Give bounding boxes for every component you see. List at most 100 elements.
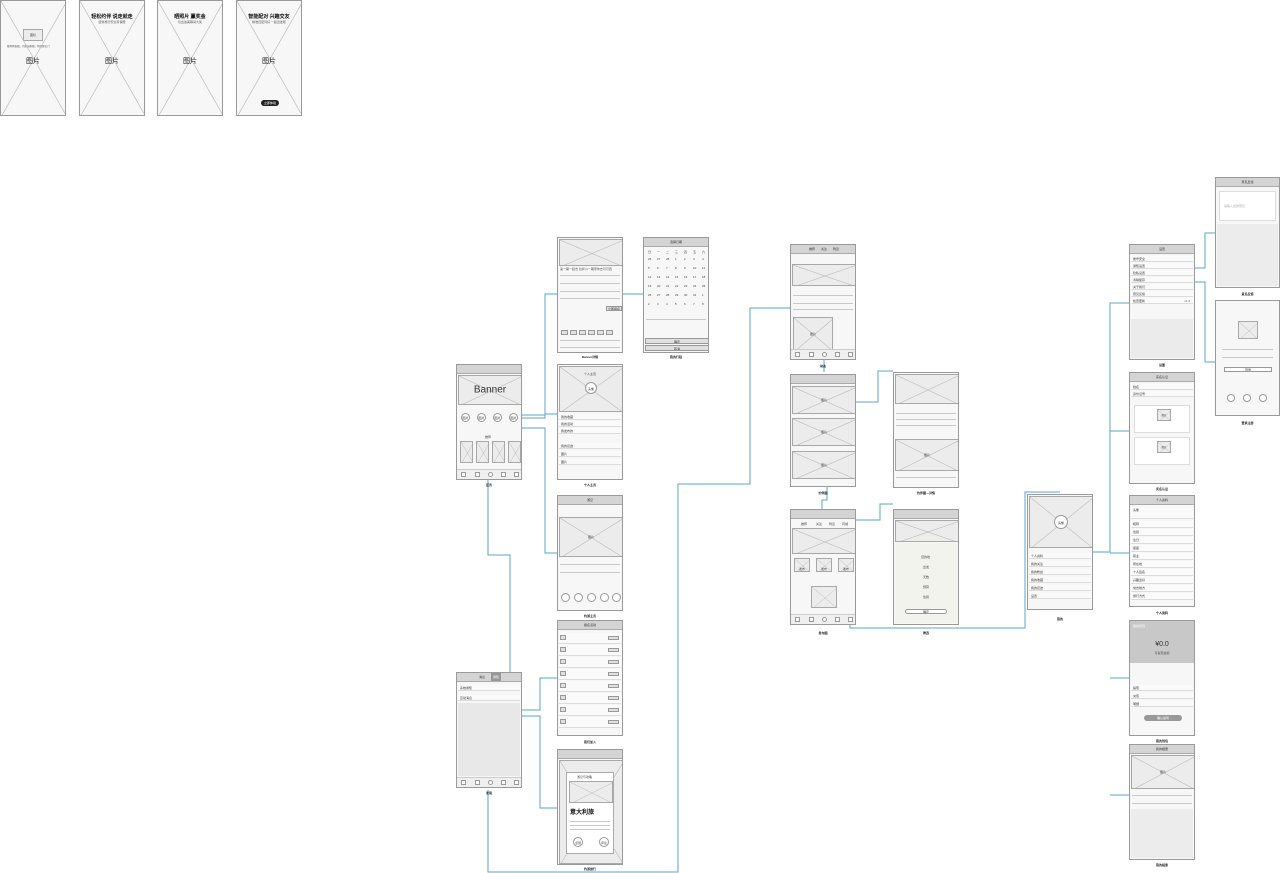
- filter-confirm-button[interactable]: 确定: [905, 609, 947, 614]
- social-login-icon[interactable]: [1243, 394, 1251, 402]
- calendar-date[interactable]: 26: [648, 257, 652, 261]
- personal-info-row[interactable]: 常去地方: [1131, 585, 1193, 592]
- personal-info-row[interactable]: 性别: [1131, 529, 1193, 536]
- square-card[interactable]: 图片: [792, 451, 855, 479]
- member-avatar[interactable]: [574, 593, 583, 602]
- calendar-date[interactable]: 21: [666, 284, 670, 288]
- withdraw-button[interactable]: 确认提现: [1144, 715, 1182, 721]
- avatar[interactable]: 头像: [1054, 515, 1068, 529]
- publish-tab[interactable]: 推荐: [801, 522, 808, 526]
- activity-row[interactable]: [559, 681, 621, 692]
- social-login-icon[interactable]: [1227, 394, 1235, 402]
- calendar-date[interactable]: 24: [693, 284, 697, 288]
- calendar-date[interactable]: 7: [693, 302, 695, 306]
- card-image[interactable]: [492, 441, 505, 463]
- social-login-icon[interactable]: [1259, 394, 1267, 402]
- calendar-date[interactable]: 1: [675, 257, 677, 261]
- signup-button[interactable]: 立即报名: [606, 306, 622, 311]
- category-icon[interactable]: 图片: [461, 413, 470, 422]
- calendar-date[interactable]: 13: [657, 275, 661, 279]
- activity-action-button[interactable]: [608, 684, 619, 688]
- tab-follow[interactable]: 关注: [821, 247, 828, 251]
- profile-item[interactable]: 图片: [559, 451, 621, 457]
- calendar-date[interactable]: 5: [675, 302, 677, 306]
- tab-notices[interactable]: 通知: [491, 673, 502, 681]
- activity-row[interactable]: [559, 705, 621, 716]
- calendar-date[interactable]: 3: [693, 257, 695, 261]
- calendar-date[interactable]: 4: [702, 257, 704, 261]
- id-front-upload[interactable]: 图片: [1134, 405, 1190, 433]
- cancel-button[interactable]: 取消: [645, 345, 708, 351]
- category-icon[interactable]: 图片: [477, 413, 486, 422]
- auth-field[interactable]: 姓名: [1131, 384, 1193, 390]
- activity-row[interactable]: [559, 717, 621, 728]
- tab-messages[interactable]: 消息: [479, 675, 486, 679]
- discover-banner[interactable]: [792, 264, 855, 286]
- calendar-date[interactable]: 10: [693, 266, 697, 270]
- calendar-date[interactable]: 1: [702, 293, 704, 297]
- activity-action-button[interactable]: [608, 660, 619, 664]
- activity-row[interactable]: [559, 657, 621, 668]
- activity-action-button[interactable]: [608, 672, 619, 676]
- tab-icon[interactable]: [848, 352, 853, 357]
- square-card[interactable]: 图片: [792, 386, 855, 414]
- calendar-date[interactable]: 31: [693, 293, 697, 297]
- personal-info-row[interactable]: 昵称: [1131, 521, 1193, 528]
- tab-icon[interactable]: [501, 780, 506, 785]
- filter-option[interactable]: 预算: [923, 585, 930, 589]
- calendar-date[interactable]: 4: [666, 302, 668, 306]
- activity-row[interactable]: [559, 645, 621, 656]
- like-button[interactable]: 点赞: [573, 837, 583, 847]
- tab-icon[interactable]: [461, 780, 466, 785]
- calendar-date[interactable]: 11: [702, 266, 706, 270]
- tab-icon[interactable]: [488, 472, 493, 477]
- wallet-item[interactable]: 充值: [1131, 693, 1193, 699]
- filter-option[interactable]: 出发: [923, 565, 930, 569]
- id-back-upload[interactable]: 图片: [1134, 437, 1190, 465]
- activity-action-button[interactable]: [608, 720, 619, 724]
- profile-item[interactable]: 我的活动: [559, 421, 621, 427]
- calendar-date[interactable]: 17: [693, 275, 697, 279]
- tab-icon[interactable]: [488, 780, 493, 785]
- tab-icon[interactable]: [822, 617, 827, 622]
- personal-info-row[interactable]: 星座: [1131, 545, 1193, 552]
- activity-action-button[interactable]: [608, 648, 619, 652]
- calendar-date[interactable]: 7: [666, 266, 668, 270]
- tab-icon[interactable]: [809, 617, 814, 622]
- calendar-date[interactable]: 27: [657, 293, 661, 297]
- calendar-date[interactable]: 29: [675, 293, 679, 297]
- settings-item[interactable]: 意见反馈: [1131, 291, 1193, 297]
- personal-info-row[interactable]: 所在地: [1131, 561, 1193, 568]
- calendar-date[interactable]: 16: [684, 275, 688, 279]
- category-icon[interactable]: 图片: [509, 413, 518, 422]
- tab-icon[interactable]: [822, 352, 827, 357]
- calendar-date[interactable]: 14: [666, 275, 670, 279]
- tag[interactable]: [597, 330, 604, 335]
- tag[interactable]: [570, 330, 577, 335]
- publish-option[interactable]: 发布: [838, 558, 854, 572]
- post-image[interactable]: 图片: [793, 317, 833, 351]
- filter-option[interactable]: 目的地: [921, 555, 931, 559]
- mine-item[interactable]: 个人资料: [1029, 553, 1091, 559]
- calendar-date[interactable]: 8: [675, 266, 677, 270]
- calendar-date[interactable]: 25: [702, 284, 706, 288]
- tab-icon[interactable]: [501, 472, 506, 477]
- settings-item[interactable]: 通知设置: [1131, 263, 1193, 269]
- personal-info-row[interactable]: 旅行方式: [1131, 593, 1193, 600]
- mine-item[interactable]: 我的足迹: [1029, 585, 1091, 591]
- calendar-date[interactable]: 23: [684, 284, 688, 288]
- post-detail-gallery[interactable]: 图片: [895, 439, 958, 471]
- activity-row[interactable]: [559, 693, 621, 704]
- publish-option[interactable]: 发布: [794, 558, 810, 572]
- calendar-date[interactable]: 26: [648, 293, 652, 297]
- profile-item[interactable]: 我的收藏: [559, 414, 621, 420]
- profile-item[interactable]: 我发布的: [559, 428, 621, 434]
- filter-option[interactable]: 天数: [923, 575, 930, 579]
- settings-item[interactable]: 账号安全: [1131, 256, 1193, 262]
- wallet-item[interactable]: 提现: [1131, 685, 1193, 691]
- publish-tab[interactable]: 附近: [829, 522, 836, 526]
- publish-option[interactable]: 发布: [816, 558, 832, 572]
- tab-icon[interactable]: [795, 352, 800, 357]
- tab-nearby[interactable]: 附近: [833, 247, 840, 251]
